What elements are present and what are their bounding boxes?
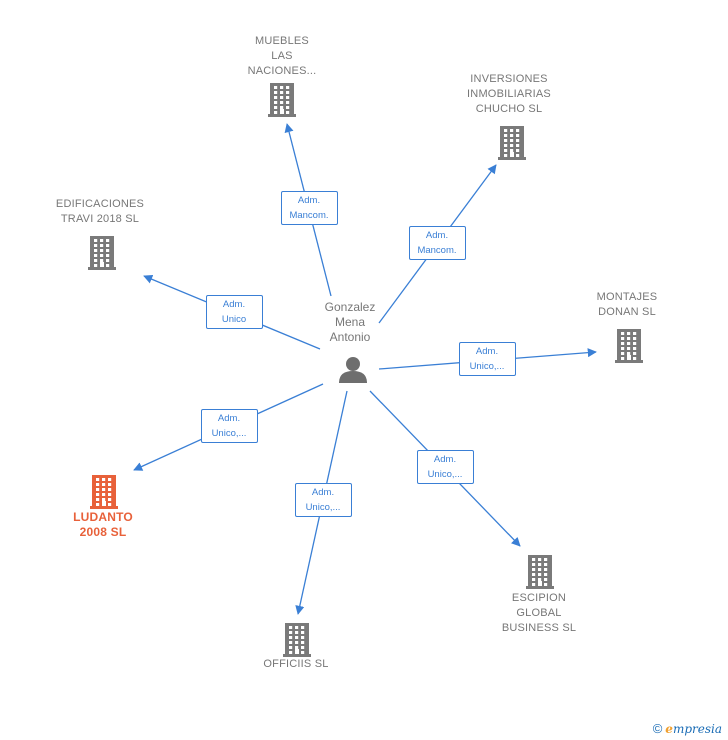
center-person-label[interactable]: Gonzalez Mena Antonio (324, 300, 376, 344)
building-icon-escipion[interactable] (526, 555, 554, 589)
footer-brand: ©empresia (653, 721, 722, 736)
edge-role-label-ludanto[interactable]: Adm. Unico,... (200, 409, 258, 443)
building-icon-montajes[interactable] (615, 329, 643, 363)
building-icon-inversiones[interactable] (498, 126, 526, 160)
company-label-escipion[interactable]: ESCIPION GLOBAL BUSINESS SL (501, 592, 577, 634)
edge-role-label-edificaciones[interactable]: Adm. Unico (205, 295, 263, 329)
person-icon[interactable] (339, 357, 367, 383)
empresia-logo: empresia (665, 722, 722, 736)
company-label-officiis[interactable]: OFFICIIS SL (263, 658, 329, 670)
building-icon-edificaciones[interactable] (88, 236, 116, 270)
company-label-inversiones[interactable]: INVERSIONES INMOBILIARIAS CHUCHO SL (467, 73, 551, 115)
company-label-muebles[interactable]: MUEBLES LAS NACIONES... (247, 35, 317, 77)
edge-role-label-muebles[interactable]: Adm. Mancom. (280, 191, 338, 225)
edge-role-label-montajes[interactable]: Adm. Unico,... (458, 342, 516, 376)
copyright-icon: © (652, 721, 663, 736)
edge-role-label-escipion[interactable]: Adm. Unico,... (416, 450, 474, 484)
building-icon-officiis[interactable] (283, 623, 311, 657)
company-label-ludanto[interactable]: LUDANTO 2008 SL (73, 510, 133, 539)
company-label-edificaciones[interactable]: EDIFICACIONES TRAVI 2018 SL (55, 198, 145, 225)
edge-role-label-officiis[interactable]: Adm. Unico,... (294, 483, 352, 517)
edge-role-label-inversiones[interactable]: Adm. Mancom. (408, 226, 466, 260)
company-label-montajes[interactable]: MONTAJES DONAN SL (596, 291, 658, 318)
building-icon-muebles[interactable] (268, 83, 296, 117)
building-icon-ludanto[interactable] (90, 475, 118, 509)
